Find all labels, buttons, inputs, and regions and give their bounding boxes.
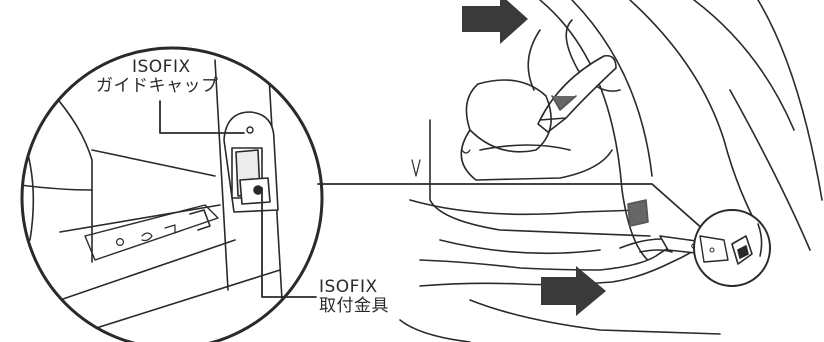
car-seat-illustration [400,0,822,342]
guide-cap-label-line2: ガイドキャップ [96,77,219,96]
anchor-label-line1: ISOFIX [319,278,389,297]
push-arrow-right-icon [462,0,528,44]
anchor-label-line2: 取付金具 [319,297,389,316]
guide-cap-label-line1: ISOFIX [124,58,219,77]
anchor-label: ISOFIX 取付金具 [319,288,389,316]
guide-cap-label: ISOFIX ガイドキャップ [124,58,219,96]
connection-point-magnifier [694,210,770,286]
isofix-anchor-bracket [240,178,270,204]
